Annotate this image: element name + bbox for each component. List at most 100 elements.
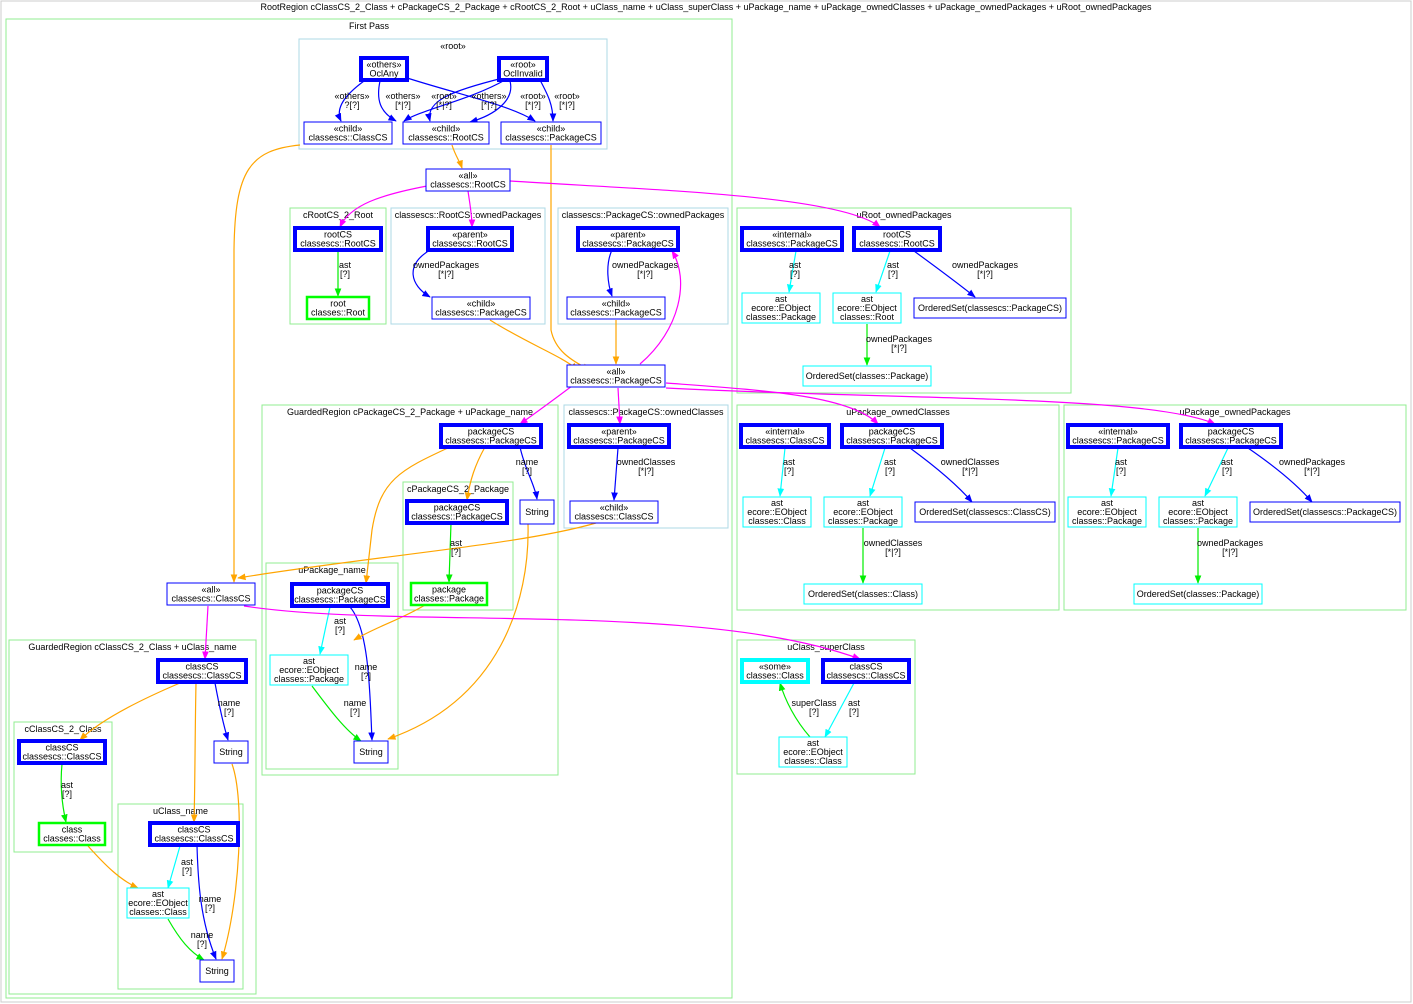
node-rop-child[interactable]: «child»classescs::PackageCS [431,296,531,320]
node-label: ast [807,738,820,748]
node-poc-child[interactable]: «child»classescs::ClassCS [569,500,659,524]
node-label: packageCS [468,427,515,437]
edge-blue [606,249,613,297]
node-ur-set-pkgcs[interactable]: OrderedSet(classescs::PackageCS) [913,297,1067,319]
svg-text:ownedPackages: ownedPackages [866,334,933,344]
edge-orange [550,145,591,371]
cluster-guarded-class: GuardedRegion cClassCS_2_Class + uClass_… [8,639,257,995]
node-label: classes::Package [828,516,898,526]
svg-text:ownedClasses: ownedClasses [864,538,923,548]
svg-text:[*|?]: [*|?] [637,269,653,279]
edge-label-ur-ast1: ast[?] [789,260,802,279]
node-pop-child[interactable]: «child»classescs::PackageCS [566,296,666,320]
svg-text:[?]: [?] [205,903,215,913]
node-us-some[interactable]: «some»classes::Class [740,658,810,684]
node-oclany[interactable]: «others»OclAny [359,56,409,82]
node-child-class[interactable]: «child»classescs::ClassCS [303,121,393,145]
edge-magenta [665,382,879,425]
node-label: class [62,825,83,835]
node-label: «child» [602,299,631,309]
cluster-title: GuardedRegion cClassCS_2_Class + uClass_… [28,642,236,652]
edge-blue [334,80,365,122]
svg-text:[?]: [?] [522,466,532,476]
edge-label-root-12b: «root»[*|?] [520,91,546,110]
node-uop-set-pkgcs[interactable]: OrderedSet(classescs::PackageCS) [1249,501,1401,523]
cluster-title: uClass_name [153,806,208,816]
svg-text:[?]: [?] [1222,466,1232,476]
edge-label-uop-owned: ownedPackages[*|?] [1279,457,1346,476]
node-label: rootCS [324,230,352,240]
node-label: classCS [849,662,882,672]
node-gp-string[interactable]: String [519,499,555,525]
edge-orange [79,682,181,741]
svg-text:ast: ast [339,260,352,270]
edge-label-pn-name: name[?] [355,662,378,681]
node-uoc-internal[interactable]: «internal»classescs::ClassCS [739,423,831,449]
node-uoc-set-classcs[interactable]: OrderedSet(classescs::ClassCS) [914,501,1056,523]
node-oclinvalid[interactable]: «root»OclInvalid [497,56,549,82]
node-all-pkg[interactable]: «all»classescs::PackageCS [566,364,666,388]
node-ur-internal[interactable]: «internal»classescs::PackageCS [740,226,844,252]
node-uop-internal[interactable]: «internal»classescs::PackageCS [1066,423,1170,449]
cluster-root-owned-pkgs: classescs::RootCS::ownedPackages [390,207,546,325]
svg-text:[?]: [?] [888,269,898,279]
edge-orange [363,446,451,584]
node-un-string[interactable]: String [199,959,235,983]
cluster-u-class-name: uClass_name [117,803,244,990]
node-label: classescs::ClassCS [162,671,241,681]
node-child-pkg[interactable]: «child»classescs::PackageCS [500,121,602,145]
node-label: «root» [510,60,536,70]
node-label: ast [303,656,316,666]
edge-label-gc-name: name[?] [218,698,241,717]
edge-blue [377,80,397,122]
node-pn-string[interactable]: String [353,740,389,764]
node-label: «internal» [772,230,812,240]
svg-text:name: name [344,698,367,708]
node-ur-set-pkg[interactable]: OrderedSet(classes::Package) [802,365,932,387]
node-label: classes::Class [746,671,804,681]
edge-label-ur-owned-pkgs2: ownedPackages[*|?] [866,334,933,353]
node-all-class[interactable]: «all»classescs::ClassCS [166,582,256,606]
svg-text:ast: ast [1115,457,1128,467]
node-rop-parent[interactable]: «parent»classescs::RootCS [426,226,514,252]
cluster-title: cRootCS_2_Root [303,210,374,220]
node-child-root[interactable]: «child»classescs::RootCS [402,121,490,145]
node-label: OrderedSet(classes::Package) [1137,589,1260,599]
node-poc-parent[interactable]: «parent»classescs::PackageCS [567,423,671,449]
edge-blue [349,606,375,741]
node-label: classescs::PackageCS [1185,436,1277,446]
node-gc-string[interactable]: String [213,740,249,764]
node-label: classescs::ClassCS [826,671,905,681]
svg-text:name: name [199,894,222,904]
edge-label-root-12c: «root»[*|?] [554,91,580,110]
node-uop-set-pkg[interactable]: OrderedSet(classes::Package) [1133,583,1263,605]
edge-magenta [467,190,476,228]
node-pop-parent[interactable]: «parent»classescs::PackageCS [576,226,680,252]
cluster-c-pkg: cPackageCS_2_Package [402,481,514,611]
node-all-root[interactable]: «all»classescs::RootCS [425,168,511,192]
node-uoc-set-class[interactable]: OrderedSet(classes::Class) [803,583,923,605]
